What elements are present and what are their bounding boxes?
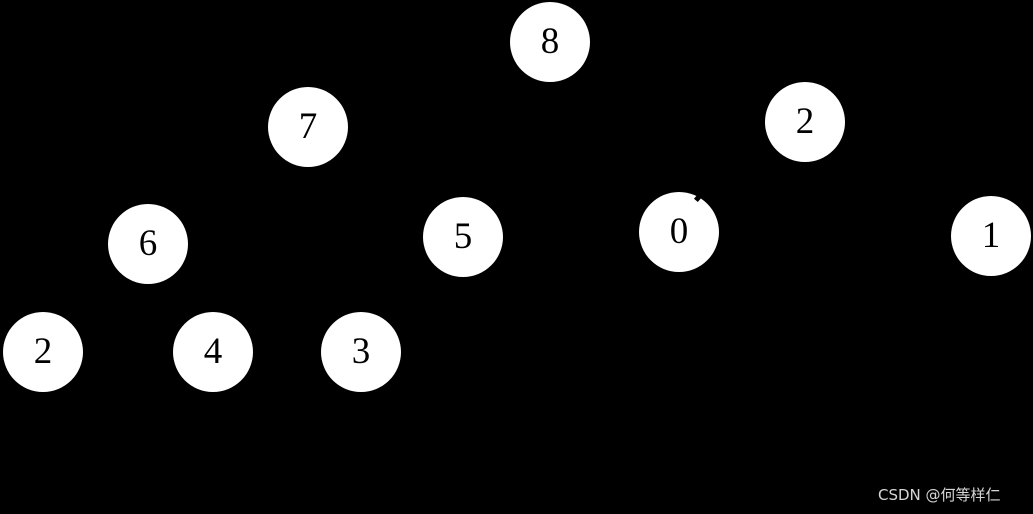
tree-node-label: 1 [981,214,1001,256]
tree-node[interactable]: 6 [108,204,188,284]
tree-node[interactable]: 5 [423,197,503,277]
tree-node[interactable]: 8 [510,2,590,82]
tree-node-label: 4 [203,330,223,372]
tree-node-label: 5 [453,215,473,257]
tree-node[interactable]: 1 [951,196,1031,276]
tree-node[interactable]: 0 [639,192,719,272]
node-edge-artifact [693,194,702,203]
csdn-watermark: CSDN @何等样仁 [878,486,1001,504]
tree-node[interactable]: 2 [765,82,845,162]
tree-node[interactable]: 3 [321,312,401,392]
tree-node-label: 8 [540,20,560,62]
tree-node-label: 3 [351,330,371,372]
tree-node-label: 2 [33,330,53,372]
tree-node-label: 0 [669,210,689,252]
tree-node[interactable]: 2 [3,312,83,392]
tree-node-label: 7 [298,105,318,147]
tree-node-label: 6 [138,222,158,264]
tree-node[interactable]: 7 [268,87,348,167]
tree-node-label: 2 [795,100,815,142]
tree-node[interactable]: 4 [173,312,253,392]
